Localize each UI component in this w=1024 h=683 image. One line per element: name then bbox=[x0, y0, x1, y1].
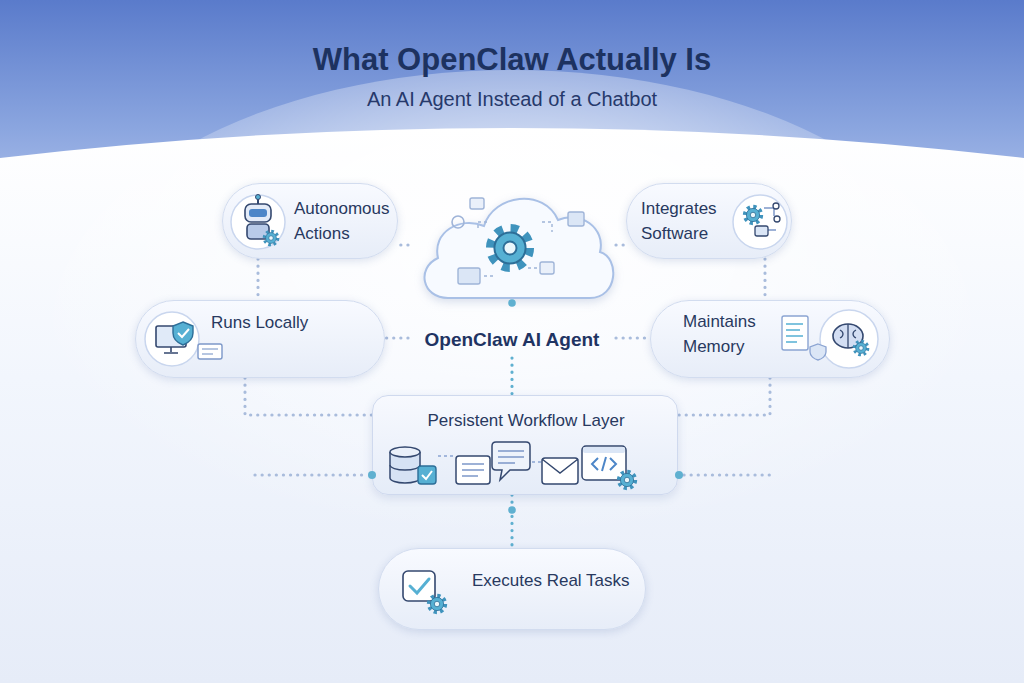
dotted-connector bbox=[510, 495, 513, 548]
check-box bbox=[418, 466, 436, 484]
document-icon bbox=[456, 456, 490, 484]
gear-icon bbox=[264, 231, 278, 245]
card-lines bbox=[202, 349, 218, 354]
center-glow bbox=[52, 70, 972, 590]
robot-antenna bbox=[256, 195, 261, 200]
shield-icon bbox=[810, 344, 826, 360]
icon-circle bbox=[145, 312, 199, 366]
dotted-connector bbox=[245, 378, 372, 415]
node-label: Runs Locally bbox=[211, 311, 371, 336]
shield-icon bbox=[173, 322, 193, 345]
node-label: OpenClaw AI Agent bbox=[408, 326, 616, 354]
deco-square bbox=[540, 262, 554, 274]
dotted-connector bbox=[256, 259, 259, 300]
node-label: Executes Real Tasks bbox=[472, 569, 642, 594]
node-label: Maintains Memory bbox=[683, 310, 795, 359]
dotted-connector bbox=[678, 378, 770, 415]
gear-icon bbox=[491, 229, 530, 268]
agent-cloud: OpenClaw AI Agent bbox=[408, 180, 616, 358]
dotted-connector bbox=[398, 243, 408, 246]
database-band bbox=[390, 465, 420, 470]
cloud-outline bbox=[425, 199, 614, 298]
database-icon bbox=[390, 452, 420, 483]
window-icon bbox=[755, 226, 768, 236]
document-lines bbox=[786, 324, 803, 342]
icon-circle bbox=[733, 195, 787, 249]
junction-dot bbox=[508, 506, 516, 514]
code-symbol bbox=[592, 457, 616, 471]
deco-circle bbox=[452, 216, 464, 228]
gear-icon bbox=[745, 207, 762, 224]
diagram-title: What OpenClaw Actually Is bbox=[0, 38, 1024, 83]
envelope-flap bbox=[542, 459, 578, 473]
node-label: Persistent Workflow Layer bbox=[373, 409, 679, 434]
dotted-line bbox=[684, 473, 775, 476]
node-label: Integrates Software bbox=[641, 197, 741, 246]
envelope-icon bbox=[542, 458, 578, 484]
dotted-connector bbox=[510, 358, 513, 395]
dotted-connector bbox=[616, 243, 626, 246]
code-window-icon bbox=[582, 446, 626, 480]
monitor-stand bbox=[164, 347, 178, 353]
node-label: Autonomous Actions bbox=[294, 197, 398, 246]
feature-pill: Maintains Memory bbox=[650, 300, 890, 378]
deco-square bbox=[568, 212, 584, 226]
monitor-icon bbox=[156, 326, 186, 347]
document-icon bbox=[782, 316, 808, 350]
database-top bbox=[390, 447, 420, 457]
icon-circle bbox=[231, 195, 285, 249]
robot-antenna bbox=[257, 198, 259, 204]
node-dot bbox=[774, 216, 780, 222]
brain-icon bbox=[833, 324, 863, 348]
dotted-connector bbox=[385, 336, 408, 339]
connector-icon bbox=[764, 208, 776, 230]
deco-dash bbox=[438, 456, 541, 462]
task-box-icon bbox=[403, 571, 435, 601]
deco-dash bbox=[478, 222, 552, 276]
robot-head bbox=[245, 204, 271, 222]
robot-body bbox=[247, 224, 269, 239]
gear-icon bbox=[619, 472, 636, 489]
dotted-connector bbox=[763, 259, 766, 300]
brain-folds bbox=[840, 324, 856, 348]
icon-circle bbox=[820, 310, 878, 368]
card-icon bbox=[198, 344, 222, 359]
subtitle: An AI Agent Instead of a Chatbot bbox=[0, 85, 1024, 114]
deco-square bbox=[458, 268, 480, 284]
feature-pill: Autonomous Actions bbox=[222, 183, 398, 259]
workflow-layer-box: Persistent Workflow Layer bbox=[372, 395, 678, 495]
chat-lines bbox=[498, 451, 524, 463]
robot-visor bbox=[249, 209, 267, 217]
feature-pill: Integrates Software bbox=[626, 183, 792, 259]
dotted-line bbox=[255, 473, 368, 476]
dotted-connector bbox=[616, 336, 650, 339]
chat-bubble-icon bbox=[492, 442, 530, 480]
junction-dot bbox=[675, 471, 683, 479]
junction-dot bbox=[368, 471, 376, 479]
feature-pill: Runs Locally bbox=[135, 300, 385, 378]
junction-dot bbox=[508, 299, 516, 307]
gear-icon bbox=[429, 596, 446, 613]
deco-square bbox=[470, 198, 484, 209]
document-lines bbox=[462, 464, 484, 476]
node-dot bbox=[773, 203, 779, 209]
window-bar bbox=[583, 447, 625, 453]
check-mark bbox=[410, 579, 429, 593]
task-pill: Executes Real Tasks bbox=[378, 548, 646, 630]
check-mark bbox=[422, 471, 432, 479]
gear-icon bbox=[854, 341, 868, 355]
check-mark bbox=[178, 329, 189, 337]
